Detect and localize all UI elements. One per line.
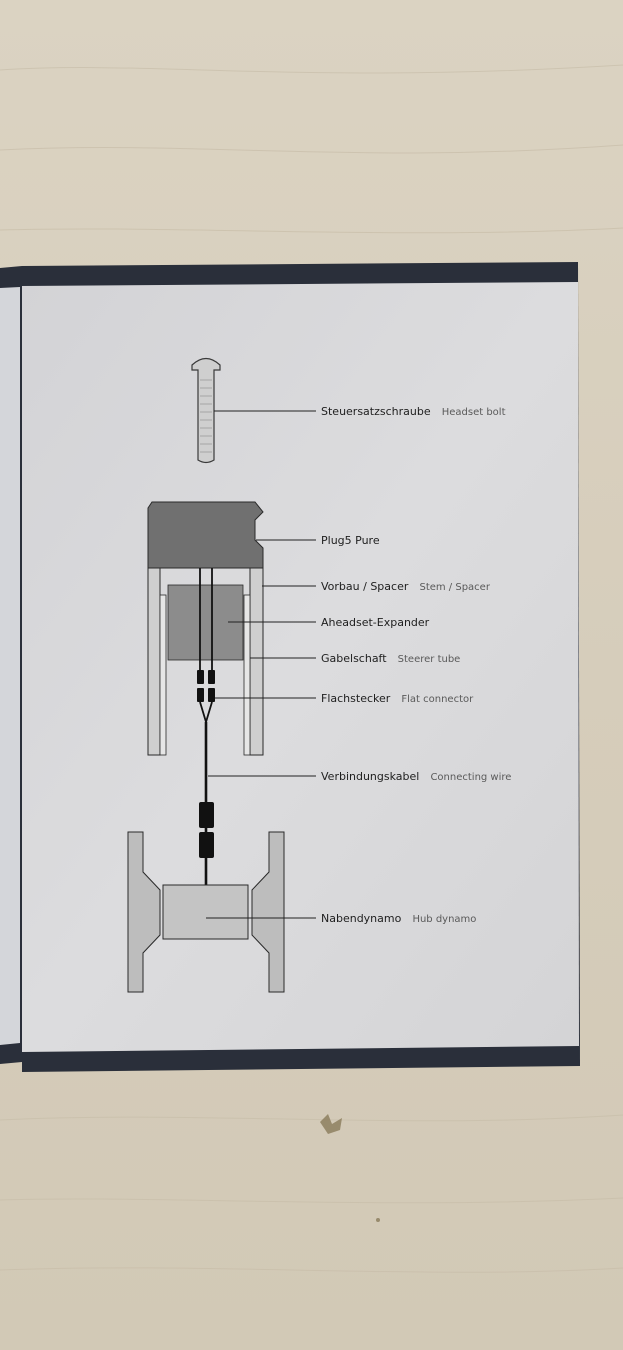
steerer-left [159, 594, 167, 756]
label-de: Gabelschaft [321, 652, 387, 665]
label-en: Steerer tube [398, 654, 461, 665]
label-plug5-pure: Plug5 Pure [321, 534, 380, 547]
label-en: Hub dynamo [412, 914, 476, 925]
leader-lines [206, 410, 316, 919]
label-headset-bolt: Steuersatzschraube Headset bolt [321, 400, 506, 419]
assembly-diagram: Steuersatzschraube Headset bolt Plug5 Pu… [127, 357, 511, 993]
label-stem-spacer: Vorbau / Spacer Stem / Spacer [321, 575, 491, 594]
headset-bolt-part [191, 357, 221, 464]
label-de: Flachstecker [321, 692, 391, 705]
plug5-pure-part [147, 501, 264, 569]
wood-grain [0, 64, 623, 1273]
label-steerer-tube: Gabelschaft Steerer tube [321, 647, 460, 666]
label-de: Nabendynamo [321, 912, 402, 925]
label-en: Stem / Spacer [419, 582, 490, 593]
label-de: Steuersatzschraube [321, 405, 431, 418]
label-connecting-wire: Verbindungskabel Connecting wire [321, 765, 511, 784]
label-expander: Aheadset-Expander [321, 616, 430, 629]
label-de: Plug5 Pure [321, 534, 380, 547]
label-en: Flat connector [401, 694, 474, 705]
label-de: Verbindungskabel [321, 770, 419, 783]
flat-connector-part [197, 670, 215, 702]
booklet-page [22, 282, 579, 1052]
stem-left-wall [147, 567, 161, 756]
label-de: Vorbau / Spacer [321, 580, 409, 593]
hub-dynamo-part [127, 831, 285, 993]
label-hub-dynamo: Nabendynamo Hub dynamo [321, 907, 476, 926]
left-page-edge [0, 287, 20, 1045]
label-en: Connecting wire [430, 772, 511, 783]
callout-labels: Steuersatzschraube Headset bolt Plug5 Pu… [321, 400, 511, 926]
wood-knot [320, 1114, 380, 1222]
label-flat-connector: Flachstecker Flat connector [321, 687, 474, 706]
steerer-right [243, 594, 251, 756]
label-en: Headset bolt [442, 407, 506, 418]
stem-right-wall [249, 567, 264, 756]
label-de: Aheadset-Expander [321, 616, 430, 629]
